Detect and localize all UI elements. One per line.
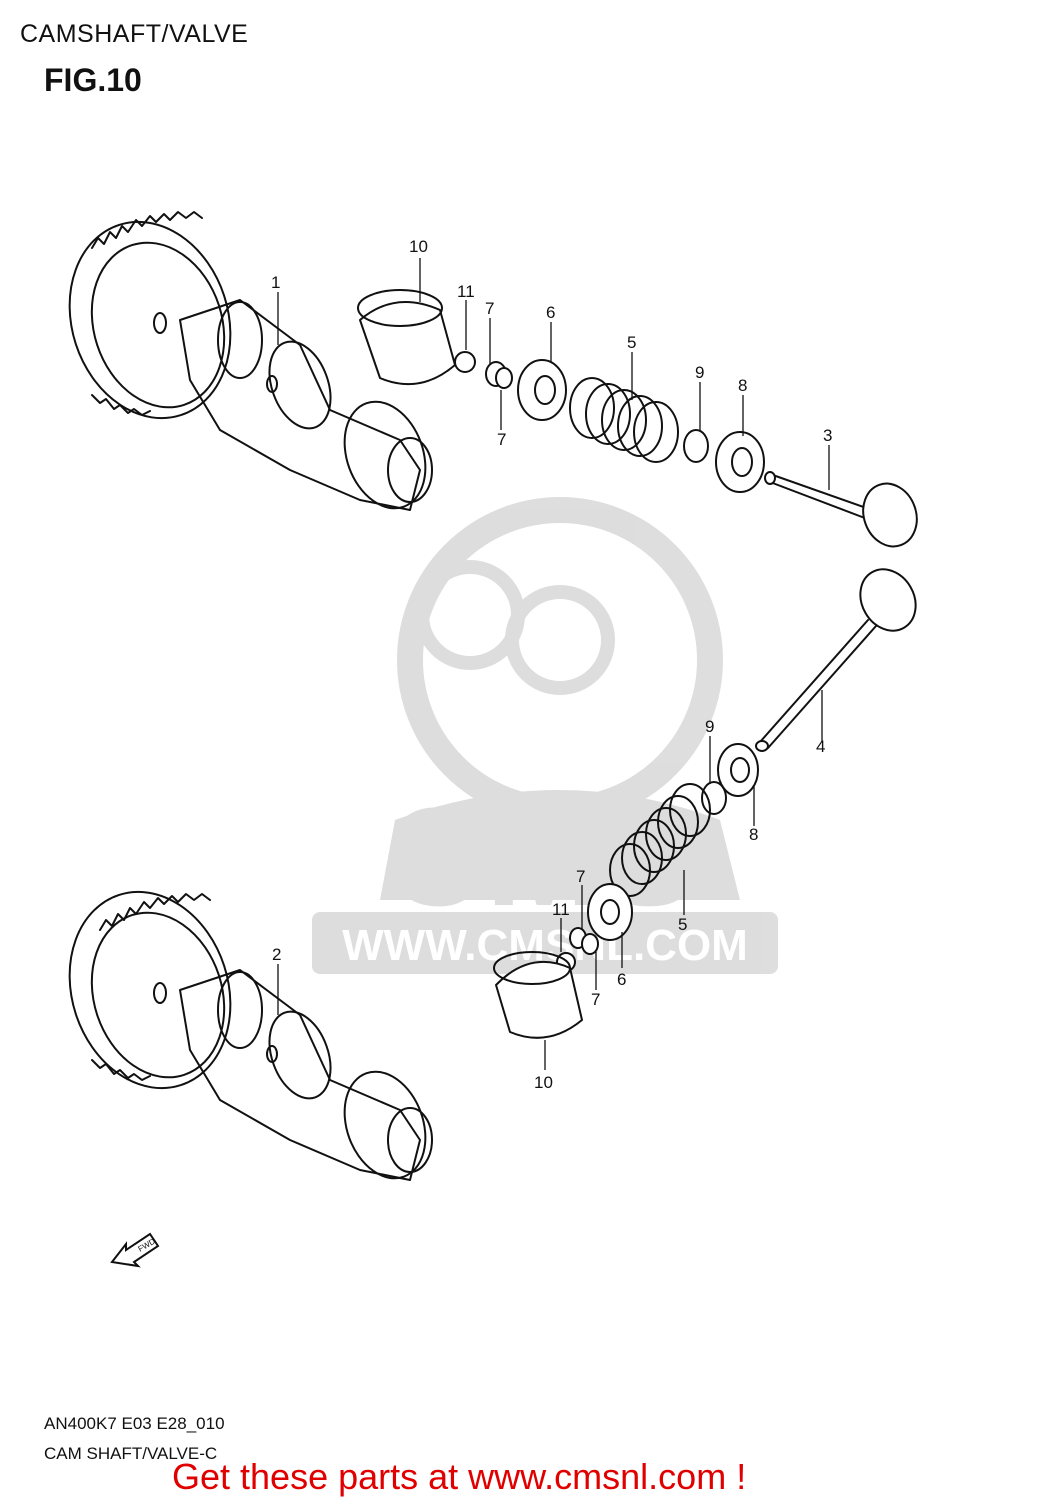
figure-number: FIG.10 xyxy=(44,62,142,98)
leader-lines xyxy=(277,258,830,1070)
watermark-logo-text: CMS xyxy=(384,778,695,935)
diagram-subtitle: CAM SHAFT/VALVE-C xyxy=(44,1444,218,1463)
callout-7-upper-b: 7 xyxy=(497,430,506,449)
camshaft-lower xyxy=(68,890,433,1181)
callout-5-upper: 5 xyxy=(627,333,636,352)
callout-4: 4 xyxy=(816,737,825,756)
callout-9-upper: 9 xyxy=(695,363,704,382)
callout-8-lower: 8 xyxy=(749,825,758,844)
callout-3: 3 xyxy=(823,426,832,445)
callout-1: 1 xyxy=(271,273,280,292)
shop-link-banner[interactable]: Get these parts at www.cmsnl.com ! xyxy=(172,1456,747,1497)
cms-watermark: CMS WWW.CMSNL.COM xyxy=(312,497,778,974)
callout-11-lower: 11 xyxy=(552,900,570,919)
camshaft-upper xyxy=(68,211,433,511)
retainer-upper xyxy=(517,359,567,421)
callout-8-upper: 8 xyxy=(738,376,747,395)
callout-6-upper: 6 xyxy=(546,303,555,322)
callout-6-lower: 6 xyxy=(617,970,626,989)
valve-intake xyxy=(755,568,917,752)
valve-exhaust xyxy=(764,471,918,548)
retainer-lower xyxy=(587,883,633,941)
fwd-arrow-icon: FWD xyxy=(110,1232,160,1268)
callout-7-upper-a: 7 xyxy=(485,299,494,318)
cotter-upper-b xyxy=(495,367,513,389)
callout-7-lower-a: 7 xyxy=(576,867,585,886)
tappet-upper xyxy=(357,289,456,386)
stem-seal-lower xyxy=(701,781,727,815)
diagram-code: AN400K7 E03 E28_010 xyxy=(44,1414,225,1433)
tappet-lower xyxy=(493,951,583,1039)
callout-9-lower: 9 xyxy=(705,717,714,736)
callout-10-upper: 10 xyxy=(409,237,428,256)
cotter-lower-b xyxy=(581,933,599,955)
callout-5-lower: 5 xyxy=(678,915,687,934)
page-title: CAMSHAFT/VALVE xyxy=(20,20,249,48)
spring-seat-upper xyxy=(715,431,765,493)
valve-spring-upper xyxy=(569,377,679,463)
callout-2: 2 xyxy=(272,945,281,964)
spring-seat-lower xyxy=(717,743,759,797)
callout-7-lower-b: 7 xyxy=(591,990,600,1009)
shim-upper xyxy=(454,351,476,373)
callout-10-lower: 10 xyxy=(534,1073,553,1092)
valve-spring-lower xyxy=(609,783,711,897)
stem-seal-upper xyxy=(683,429,709,463)
callout-11-upper: 11 xyxy=(457,282,475,301)
